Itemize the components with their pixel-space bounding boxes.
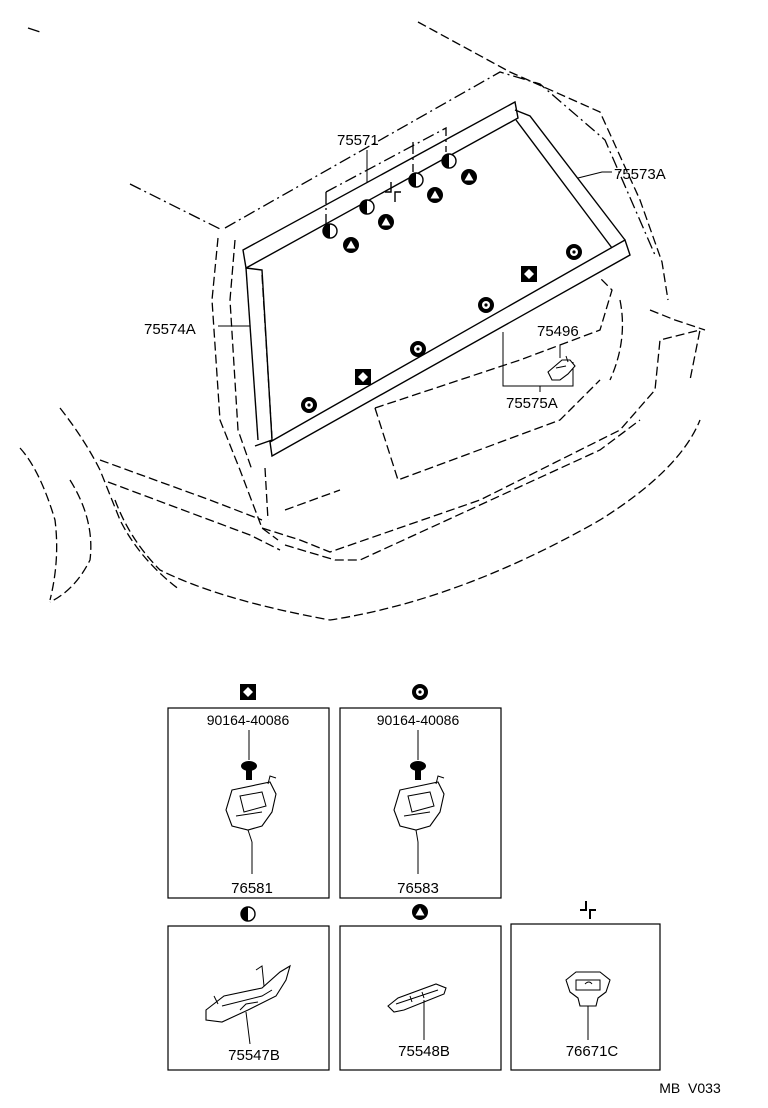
box-76671C: 76671C (510, 901, 661, 1071)
clip-76581-drawing (225, 775, 277, 843)
half-circle-marks (322, 153, 457, 239)
clip-76583-drawing (393, 775, 445, 843)
callout-75496: 75496 (537, 323, 579, 340)
bolt-icon (410, 761, 426, 780)
part-number: 76671C (566, 1043, 619, 1060)
pinwheel-symbol-icon (580, 901, 596, 919)
triangle-circle-symbol-icon (412, 904, 428, 920)
bolt-icon (241, 761, 257, 780)
bolt-part-number: 90164-40086 (377, 712, 460, 728)
leader-lines (218, 126, 612, 392)
part-number: 76583 (397, 880, 439, 897)
callout-75573A: 75573A (614, 166, 666, 183)
ring-marks (301, 244, 582, 413)
box-76583: 90164-40086 76583 (339, 684, 502, 899)
box-75548B: 75548B (339, 904, 502, 1071)
bolt-part-number: 90164-40086 (207, 712, 290, 728)
part-number: 75547B (228, 1047, 280, 1064)
diamond-symbol-icon (240, 684, 256, 700)
part-number: 76581 (231, 880, 273, 897)
triangle-circle-marks (343, 169, 477, 253)
moulding-clip-75547B-drawing (205, 964, 291, 1023)
diagram-code: MB V033 (659, 1080, 721, 1096)
callout-75574A: 75574A (144, 321, 196, 338)
clip-75496 (547, 355, 576, 381)
part-number: 75548B (398, 1043, 450, 1060)
rear-window (242, 100, 631, 458)
callout-75571: 75571 (337, 132, 379, 149)
box-75547B: 75547B (167, 906, 330, 1071)
vehicle-outline (19, 21, 706, 621)
pinwheel-mark (385, 182, 401, 202)
moulding-clip-75548B-drawing (387, 983, 447, 1013)
grommet-76671C-drawing (565, 971, 611, 1007)
box-76581: 90164-40086 76581 (167, 684, 330, 899)
half-circle-symbol-icon (240, 906, 256, 922)
diamond-marks (355, 266, 537, 385)
callout-75575A: 75575A (506, 395, 558, 412)
ring-symbol-icon (412, 684, 428, 700)
